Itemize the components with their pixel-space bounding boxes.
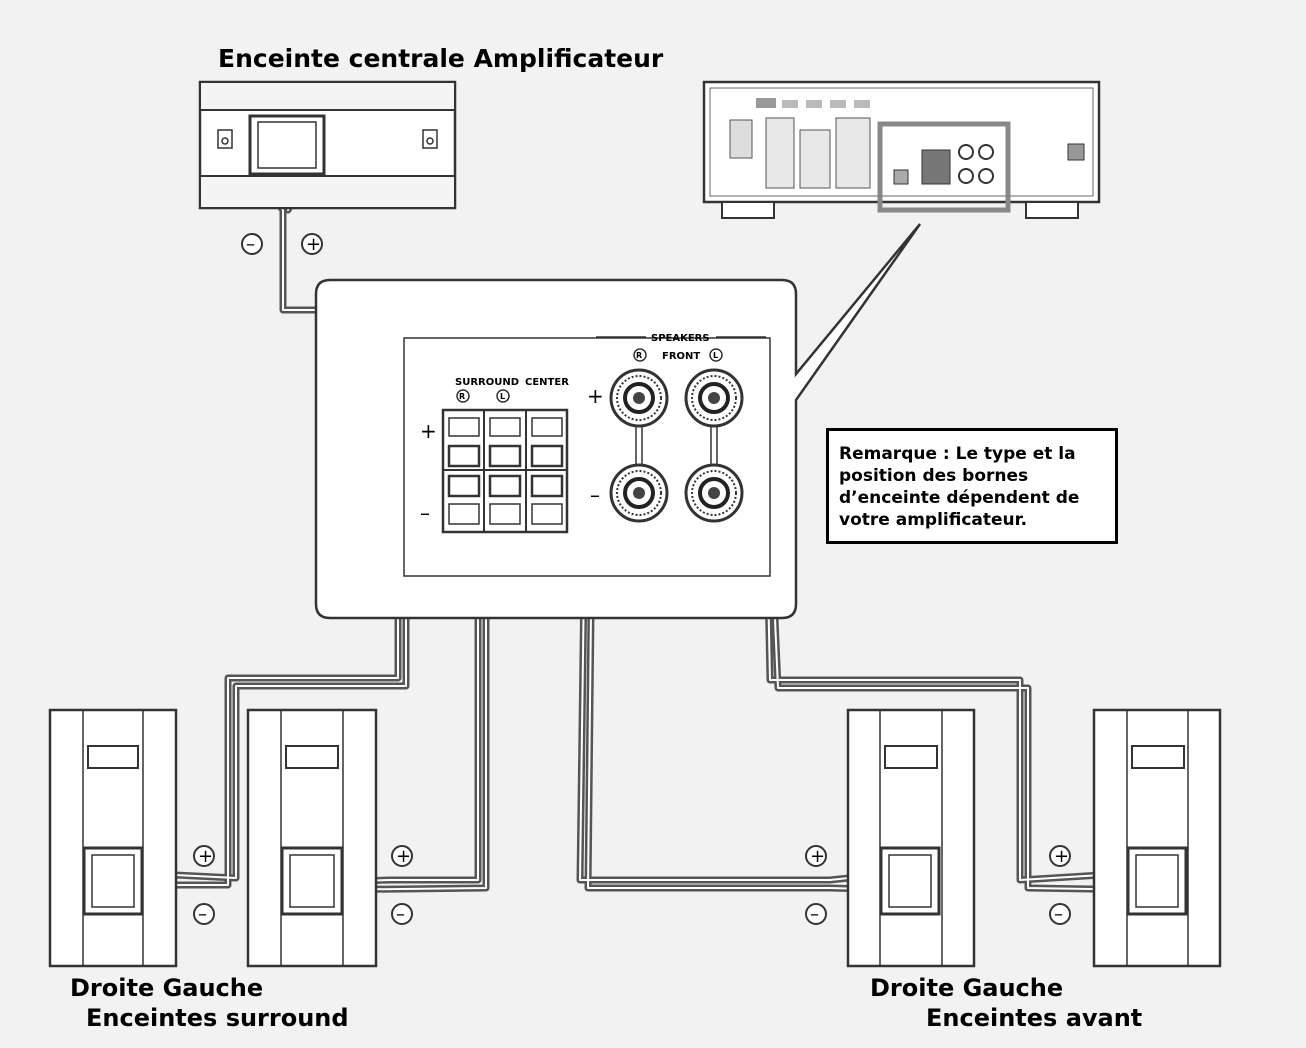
wall-hook-icon (422, 129, 438, 149)
terminal-zoom-panel: SPEAKERS R FRONT L SURROUND CENTER R L +… (314, 223, 922, 620)
plus-circle-icon (805, 845, 827, 867)
right-channel-icon (456, 389, 470, 403)
minus-sign: – (590, 483, 600, 507)
wall-hook-icon (217, 129, 233, 149)
plus-circle-icon (391, 845, 413, 867)
svg-text:L: L (713, 351, 718, 360)
speaker-surround-left: + – (246, 708, 413, 968)
svg-text:+: + (810, 846, 825, 867)
svg-text:R: R (459, 392, 465, 401)
amplifier-rear-view (702, 80, 1101, 219)
svg-text:–: – (1054, 904, 1063, 925)
svg-text:+: + (198, 846, 213, 867)
minus-circle-icon (391, 903, 413, 925)
svg-text:–: – (198, 904, 207, 925)
front-left-minus-terminal (684, 463, 744, 523)
plus-circle-icon (193, 845, 215, 867)
front-left-plus-terminal (684, 368, 744, 428)
speaker-surround-right: + – (48, 708, 215, 968)
speaker-front-left: + – (1049, 708, 1222, 968)
front-right-plus-terminal (609, 368, 669, 428)
center-label: CENTER (525, 377, 569, 388)
minus-circle-icon (805, 903, 827, 925)
plus-circle-icon (1049, 845, 1071, 867)
center-speaker: Enceinte centrale Amplificateur – + (198, 44, 664, 255)
front-label: FRONT (662, 351, 700, 362)
svg-text:+: + (306, 234, 321, 255)
svg-text:–: – (246, 234, 255, 255)
minus-circle-icon (241, 233, 263, 255)
left-channel-icon (709, 348, 723, 362)
front-right-minus-terminal (609, 463, 669, 523)
speakers-label: SPEAKERS (651, 333, 710, 344)
front-caption-line2: Enceintes avant (926, 1004, 1142, 1032)
plus-sign: + (420, 419, 437, 443)
plus-sign: + (587, 384, 604, 408)
plus-circle-icon (301, 233, 323, 255)
minus-sign: – (420, 501, 430, 525)
surround-label: SURROUND (455, 377, 519, 388)
center-speaker-title: Enceinte centrale Amplificateur (218, 44, 664, 73)
svg-text:L: L (500, 392, 505, 401)
right-channel-icon (633, 348, 647, 362)
surround-caption-line1: Droite Gauche (70, 974, 263, 1002)
minus-circle-icon (193, 903, 215, 925)
svg-text:+: + (1054, 846, 1069, 867)
spring-clip-terminal-block (441, 408, 569, 534)
svg-text:–: – (810, 904, 819, 925)
note-box: Remarque : Le type et la position des bo… (826, 428, 1118, 544)
surround-caption-line2: Enceintes surround (86, 1004, 349, 1032)
minus-circle-icon (1049, 903, 1071, 925)
left-channel-icon (496, 389, 510, 403)
speaker-front-right: + – (805, 708, 976, 968)
svg-text:R: R (636, 351, 642, 360)
svg-text:+: + (396, 846, 411, 867)
front-caption-line1: Droite Gauche (870, 974, 1063, 1002)
svg-text:–: – (396, 904, 405, 925)
